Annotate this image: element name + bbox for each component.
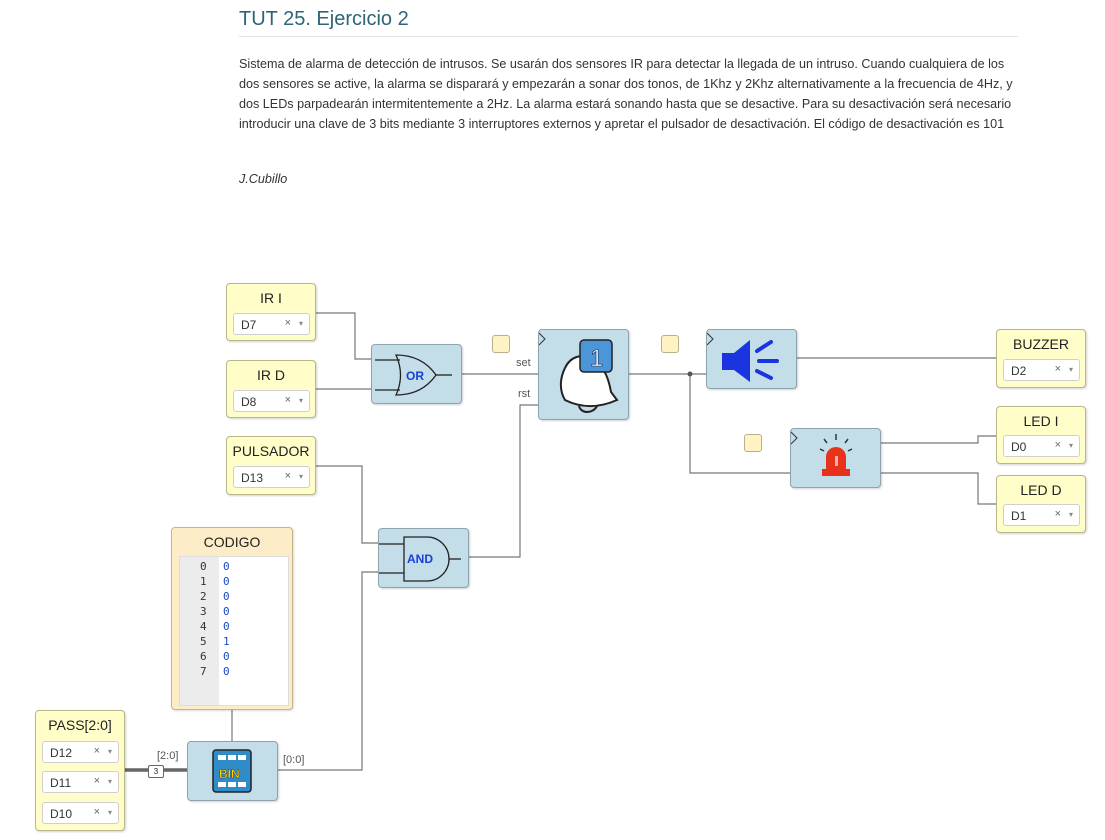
- output-led-d-label: LED D: [1020, 482, 1062, 498]
- clear-icon[interactable]: ×: [1054, 439, 1061, 451]
- and-gate-block[interactable]: AND: [378, 528, 469, 588]
- siren-block[interactable]: [790, 428, 881, 488]
- bus-width-badge: 3: [148, 765, 164, 778]
- pin-select-ir-i[interactable]: D7 × ▾: [233, 313, 310, 335]
- page-description: Sistema de alarma de detección de intrus…: [239, 57, 1013, 131]
- clear-icon[interactable]: ×: [284, 470, 291, 482]
- rst-label: rst: [518, 388, 531, 400]
- chevron-down-icon[interactable]: ▾: [107, 808, 112, 817]
- siren-clock-input[interactable]: [744, 434, 762, 452]
- pin-value: D12: [50, 746, 73, 760]
- pin-value: D2: [1011, 364, 1027, 378]
- bell-icon: 1: [538, 332, 619, 413]
- bin-converter-block[interactable]: BIN: [187, 741, 278, 801]
- pin-value: D10: [50, 807, 73, 821]
- chevron-down-icon[interactable]: ▾: [1068, 510, 1073, 519]
- pin-value: D0: [1011, 440, 1027, 454]
- output-led-d[interactable]: LED D D1 × ▾: [996, 475, 1086, 533]
- wire-ir-i: [316, 312, 371, 360]
- output-led-i[interactable]: LED I D0 × ▾: [996, 406, 1086, 464]
- svg-text:AND: AND: [407, 552, 433, 566]
- flipflop-block[interactable]: 1: [538, 329, 629, 420]
- pin-value: D8: [241, 395, 257, 409]
- pin-select-pass-2[interactable]: D12 × ▾: [42, 741, 119, 763]
- memory-gutter: [180, 557, 219, 705]
- input-ir-d-label: IR D: [257, 367, 285, 383]
- clear-icon[interactable]: ×: [93, 806, 100, 818]
- input-pulsador[interactable]: PULSADOR D13 × ▾: [226, 436, 316, 495]
- speaker-clock-input[interactable]: [661, 335, 679, 353]
- input-ir-i[interactable]: IR I D7 × ▾: [226, 283, 316, 341]
- bus-out-label: [0:0]: [283, 754, 305, 766]
- wire-junction: [687, 371, 693, 377]
- output-buzzer-label: BUZZER: [1013, 336, 1069, 352]
- wire-led-d: [881, 472, 996, 505]
- pin-value: D13: [241, 471, 264, 485]
- clear-icon[interactable]: ×: [93, 745, 100, 757]
- output-led-i-label: LED I: [1023, 413, 1059, 429]
- siren-icon: [790, 431, 853, 476]
- speaker-icon: [706, 332, 779, 382]
- or-gate-icon: OR: [375, 354, 452, 396]
- chevron-down-icon[interactable]: ▾: [298, 472, 303, 481]
- memory-label: CODIGO: [203, 534, 261, 550]
- svg-text:OR: OR: [406, 369, 424, 383]
- pin-select-pulsador[interactable]: D13 × ▾: [233, 466, 310, 488]
- chevron-down-icon[interactable]: ▾: [1068, 365, 1073, 374]
- wire-led-i: [881, 435, 996, 444]
- wire-bin-and: [278, 571, 378, 771]
- svg-text:BIN: BIN: [219, 767, 240, 781]
- pin-select-led-i[interactable]: D0 × ▾: [1003, 435, 1080, 457]
- chevron-down-icon[interactable]: ▾: [107, 777, 112, 786]
- svg-text:1: 1: [590, 345, 603, 372]
- pin-value: D11: [50, 776, 72, 790]
- input-pass[interactable]: PASS[2:0] D12 × ▾ D11 × ▾ D10 × ▾: [35, 710, 125, 831]
- clear-icon[interactable]: ×: [284, 317, 291, 329]
- or-gate-block[interactable]: OR: [371, 344, 462, 404]
- page-title: TUT 25. Ejercicio 2: [239, 8, 1018, 37]
- flipflop-clock-input[interactable]: [492, 335, 510, 353]
- input-ir-d[interactable]: IR D D8 × ▾: [226, 360, 316, 418]
- wire-ff-led: [689, 374, 790, 474]
- pin-select-pass-1[interactable]: D11 × ▾: [42, 771, 119, 793]
- speaker-block[interactable]: [706, 329, 797, 389]
- chevron-down-icon[interactable]: ▾: [298, 396, 303, 405]
- chevron-down-icon[interactable]: ▾: [107, 747, 112, 756]
- pin-value: D1: [1011, 509, 1027, 523]
- wire-and-rst: [468, 404, 538, 558]
- pin-select-ir-d[interactable]: D8 × ▾: [233, 390, 310, 412]
- input-pass-label: PASS[2:0]: [48, 717, 112, 733]
- pin-select-buzzer[interactable]: D2 × ▾: [1003, 359, 1080, 381]
- output-buzzer[interactable]: BUZZER D2 × ▾: [996, 329, 1086, 388]
- author: J.Cubillo: [239, 172, 288, 186]
- input-ir-i-label: IR I: [260, 290, 282, 306]
- chevron-down-icon[interactable]: ▾: [298, 319, 303, 328]
- and-gate-icon: AND: [379, 536, 461, 582]
- wire-pulsador: [316, 465, 378, 544]
- pin-value: D7: [241, 318, 257, 332]
- pin-select-pass-0[interactable]: D10 × ▾: [42, 802, 119, 824]
- bin-icon: BIN: [212, 749, 252, 793]
- set-label: set: [516, 357, 531, 369]
- input-pulsador-label: PULSADOR: [232, 443, 310, 459]
- pin-select-led-d[interactable]: D1 × ▾: [1003, 504, 1080, 526]
- clear-icon[interactable]: ×: [1054, 508, 1061, 520]
- clear-icon[interactable]: ×: [284, 394, 291, 406]
- bus-in-label: [2:0]: [157, 750, 179, 762]
- clear-icon[interactable]: ×: [1054, 363, 1061, 375]
- clear-icon[interactable]: ×: [93, 775, 100, 787]
- chevron-down-icon[interactable]: ▾: [1068, 441, 1073, 450]
